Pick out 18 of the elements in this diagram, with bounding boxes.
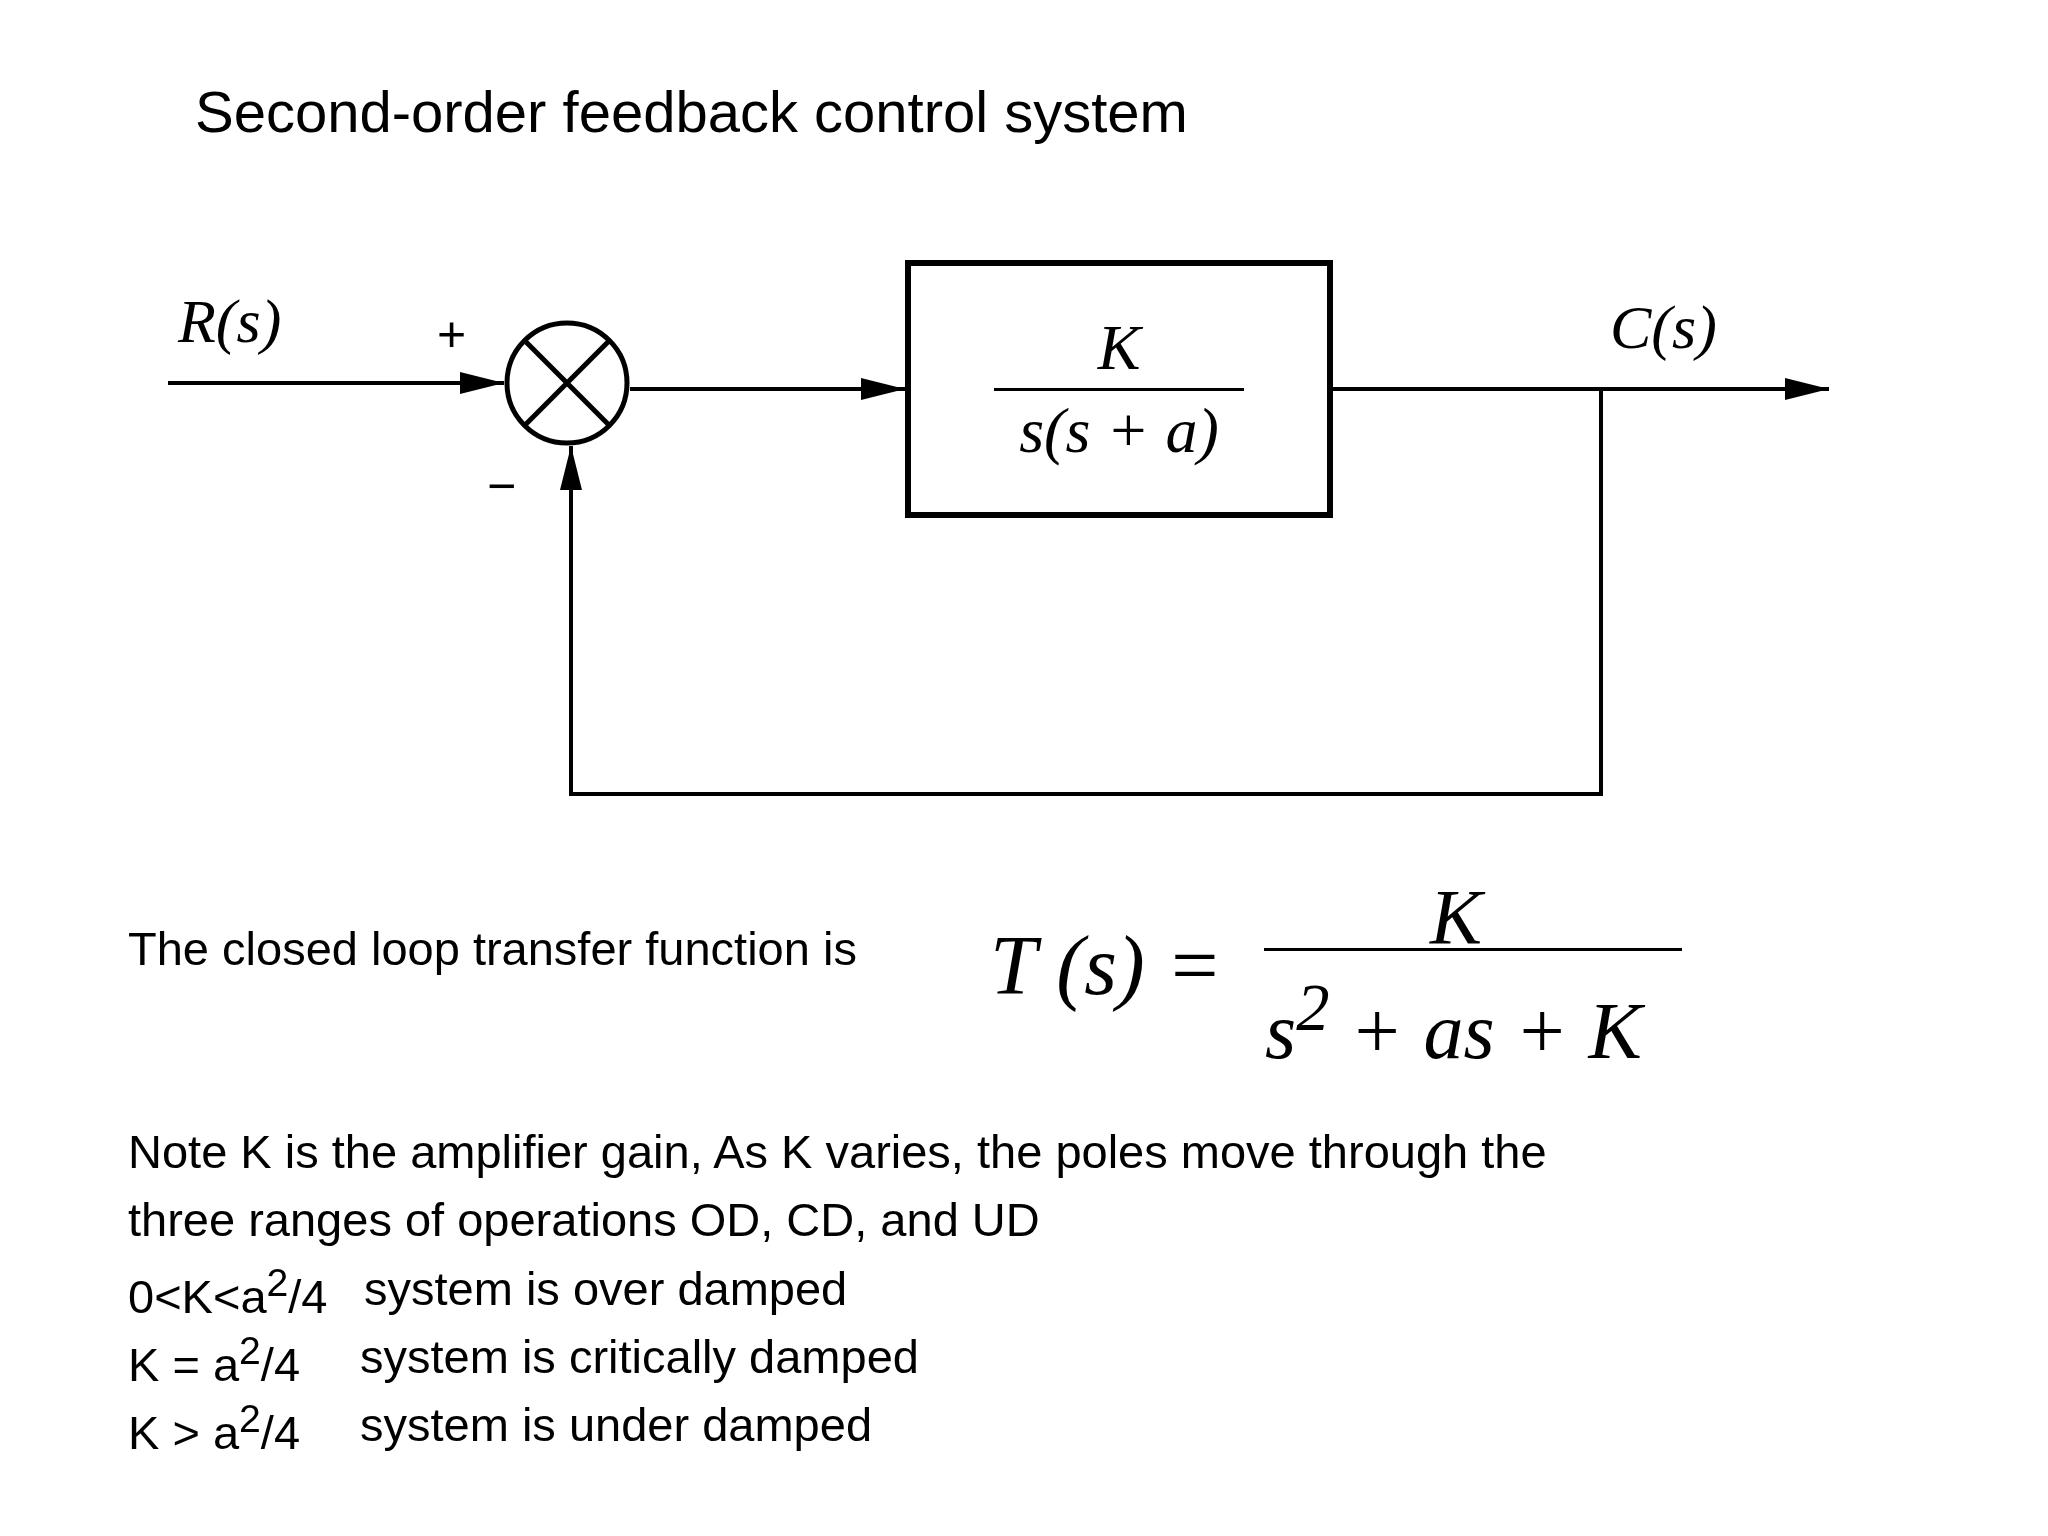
summing-junction [504, 320, 630, 446]
arrow [560, 387, 1603, 796]
sign-label: − [487, 457, 517, 516]
condition-text: K = a$^{2}$/4 [128, 1328, 301, 1393]
numerator: K [1097, 314, 1141, 382]
arrow [168, 372, 504, 394]
condition-text: system is under damped [360, 1397, 873, 1453]
denominator: s(s + a) [1019, 396, 1219, 464]
arrow [630, 378, 905, 400]
condition-text: system is over damped [364, 1261, 848, 1317]
condition-text: system is critically damped [360, 1329, 919, 1385]
title: Second-order feedback control system [195, 78, 1188, 145]
condition-text: K > a$^{2}$/4 [128, 1396, 301, 1461]
condition-text: 0<K<a$^{2}$/4 [128, 1260, 328, 1325]
sign-label: + [437, 305, 467, 364]
formula-lhs: T (s) = [990, 918, 1223, 1014]
formula-text: The closed loop transfer function is [128, 921, 857, 977]
transfer-function-block [905, 260, 1333, 518]
